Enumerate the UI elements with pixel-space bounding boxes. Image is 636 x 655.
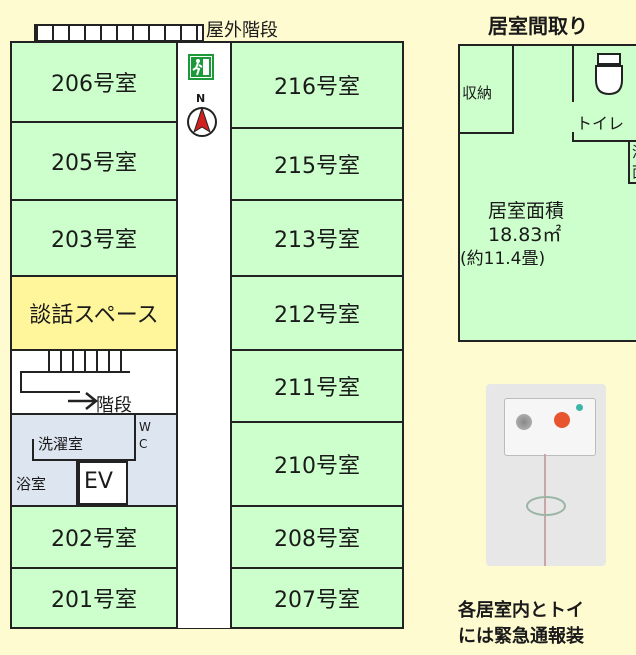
wash-label: 洗 面 [632, 142, 636, 182]
emergency-call-photo [486, 384, 606, 566]
compass-n-label: N [196, 92, 206, 105]
outdoor-stairs-graphic [34, 24, 204, 42]
tatami-value: (約11.4畳) [460, 249, 546, 269]
area-value: 18.83㎡ [488, 224, 562, 246]
room-212: 212号室 [230, 275, 404, 351]
laundry-label: 洗濯室 [38, 435, 84, 453]
outdoor-stairs-label: 屋外階段 [206, 20, 278, 41]
room-layout-plan: 収納 トイレ 洗 面 居室面積 18.83㎡ (約11.4畳) [458, 44, 636, 342]
caption-line-2: には緊急通報装 [458, 626, 584, 647]
room-201: 201号室 [10, 567, 178, 629]
room-215: 215号室 [230, 127, 404, 201]
room-213: 213号室 [230, 199, 404, 277]
caption-line-1: 各居室内とトイ [458, 600, 584, 621]
washbasin: 洗 面 [628, 140, 636, 184]
wc-label: W C [139, 420, 151, 451]
room-208: 208号室 [230, 505, 404, 569]
emergency-exit-icon [188, 54, 214, 80]
toilet-icon [592, 52, 626, 102]
toilet-label: トイレ [576, 114, 625, 133]
room-205: 205号室 [10, 121, 178, 201]
room-202: 202号室 [10, 505, 178, 569]
stairs-arrow-icon [66, 391, 102, 419]
room-211: 211号室 [230, 349, 404, 423]
room-207: 207号室 [230, 567, 404, 629]
stairs-area: 階段 [10, 349, 178, 416]
lounge: 談話スペース [10, 275, 178, 351]
ev-label: EV [84, 469, 113, 494]
room-216: 216号室 [230, 41, 404, 129]
room-203: 203号室 [10, 199, 178, 277]
speaker-icon [516, 414, 532, 430]
stair-steps [48, 351, 128, 373]
bath-label: 浴室 [16, 475, 47, 493]
storage-closet: 収納 [460, 46, 514, 134]
room-layout-title: 居室間取り [488, 14, 588, 38]
storage-label: 収納 [462, 84, 493, 102]
room-206: 206号室 [10, 41, 178, 123]
room-210: 210号室 [230, 421, 404, 507]
corridor [176, 43, 232, 628]
elevator: EV [78, 461, 128, 505]
service-block: 洗濯室 W C 浴室 EV [10, 413, 178, 507]
area-label: 居室面積 [488, 200, 565, 222]
compass-north-icon: N [186, 92, 218, 144]
call-button-icon [554, 412, 570, 428]
stairs-label: 階段 [96, 395, 132, 416]
